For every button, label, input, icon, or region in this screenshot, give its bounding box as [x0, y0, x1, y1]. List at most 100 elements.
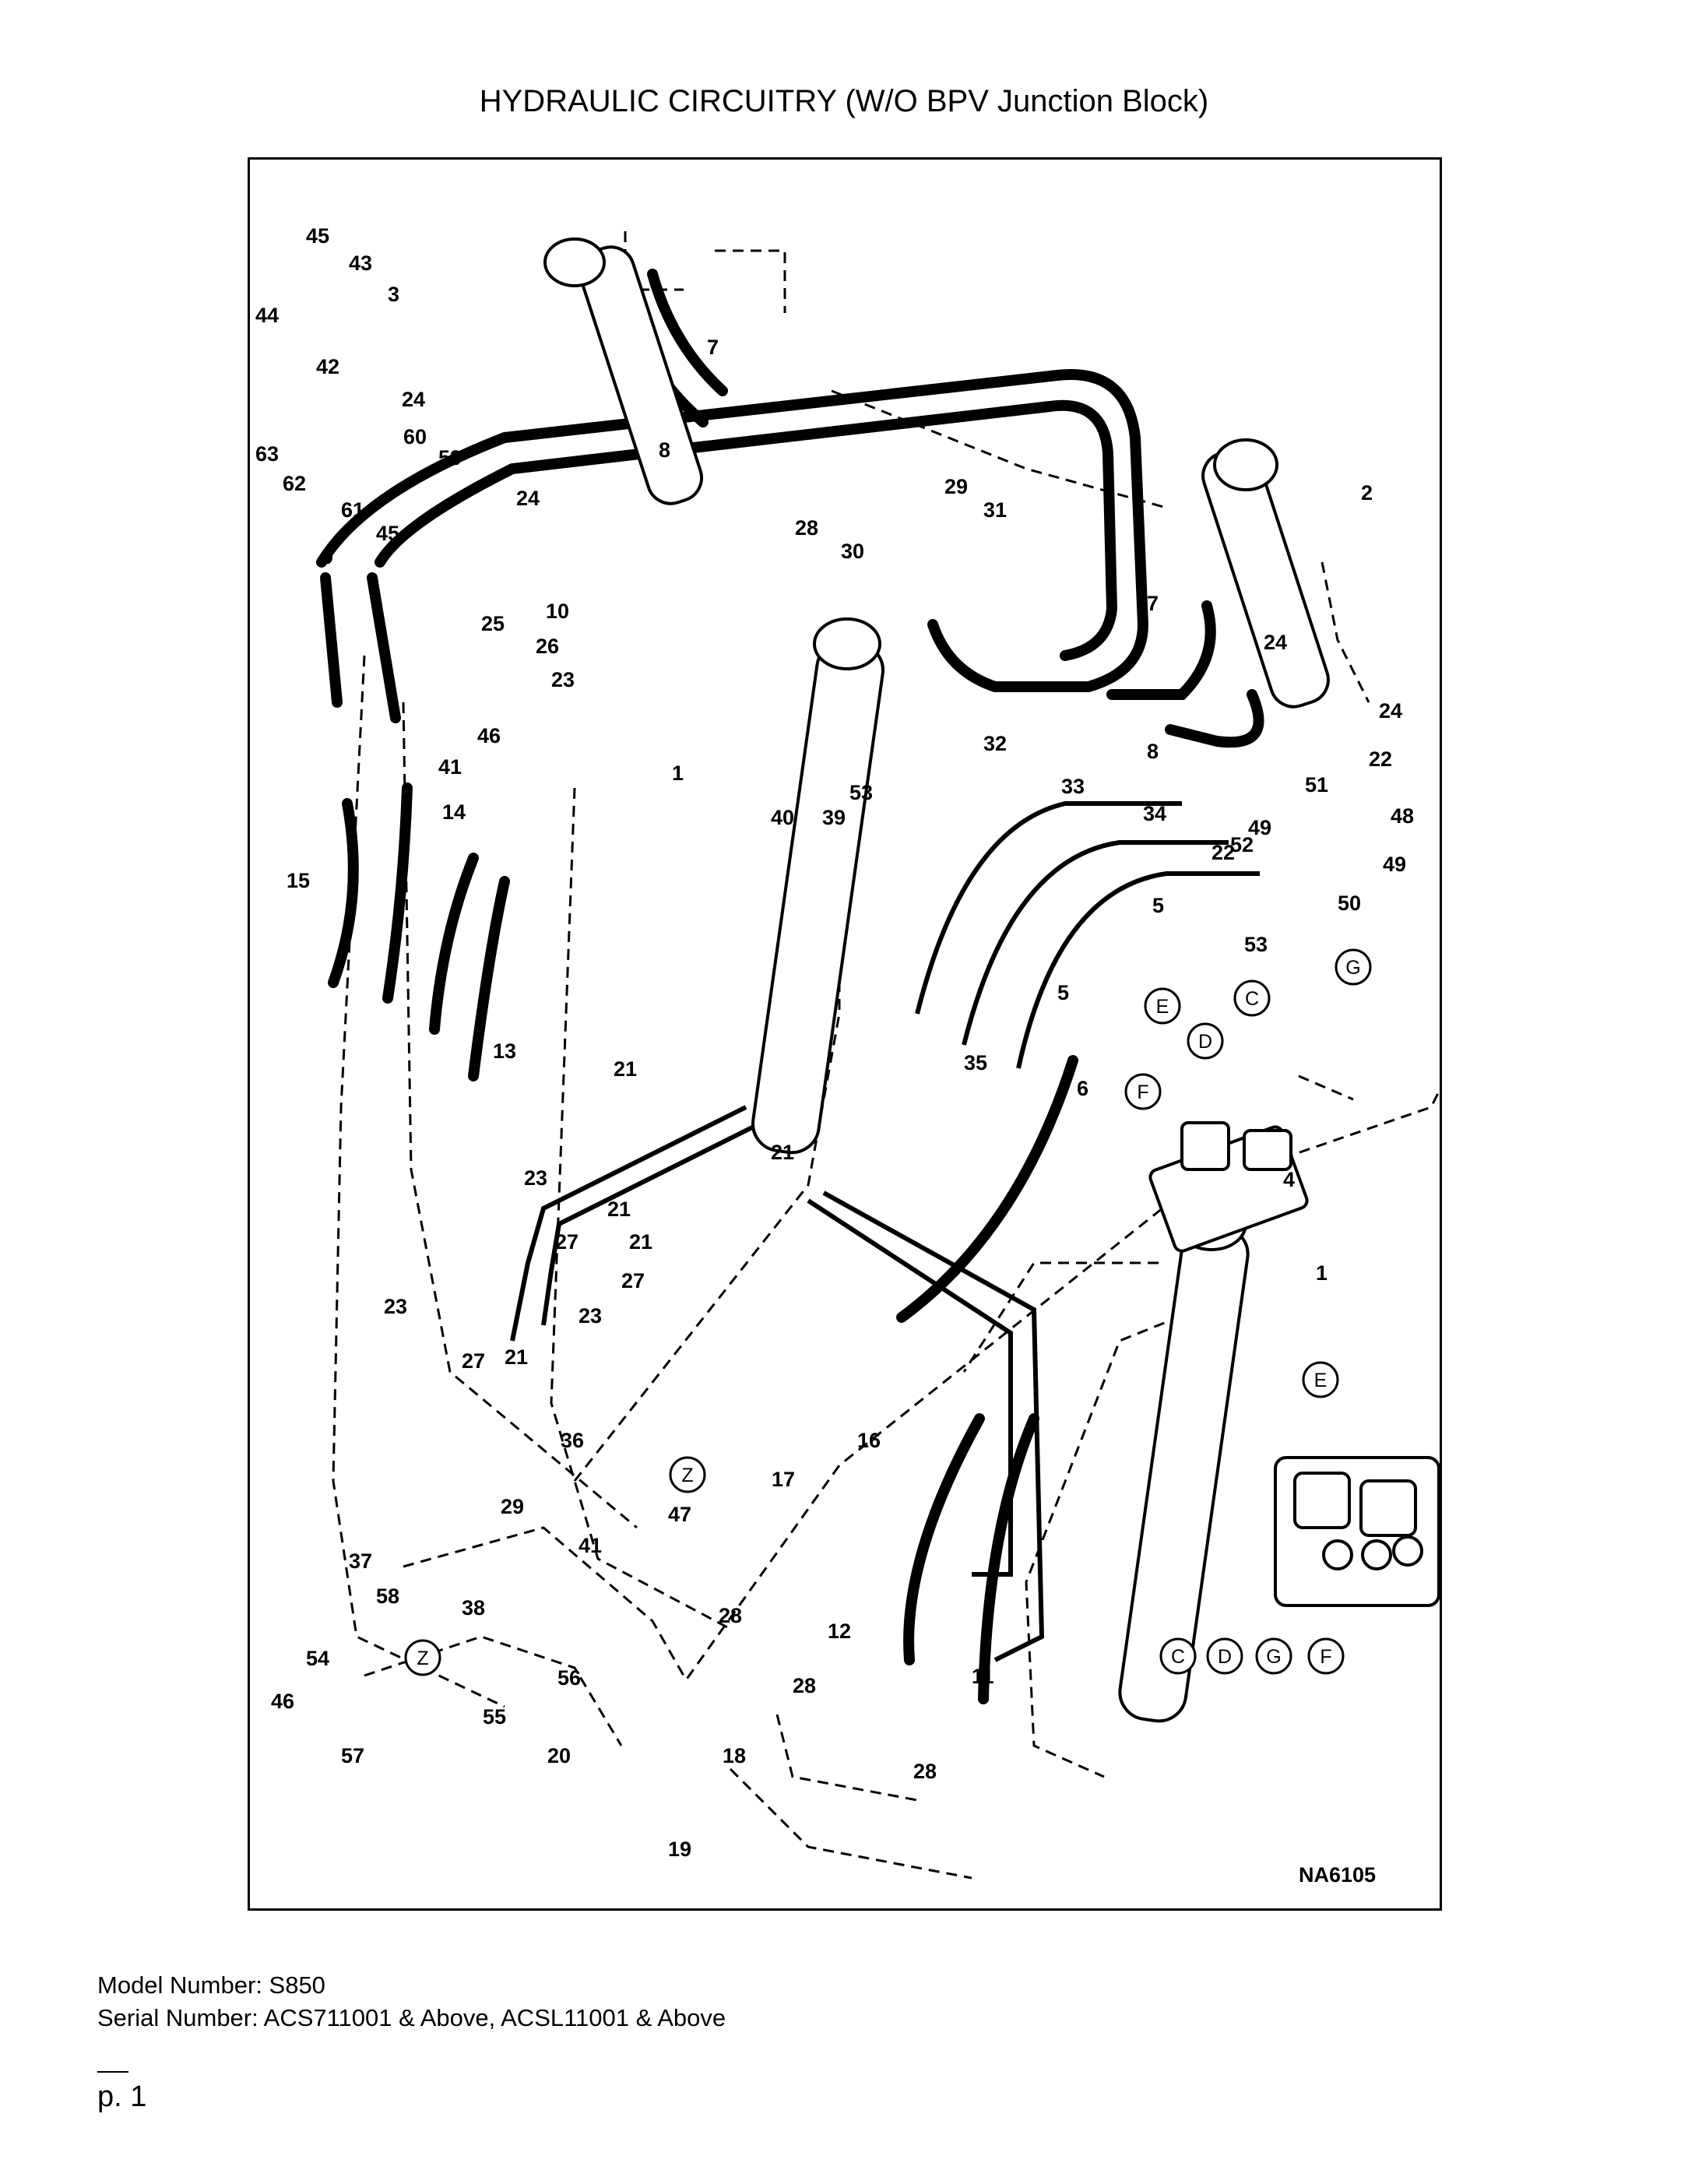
callout: 24 [1379, 699, 1402, 723]
callout: 24 [1264, 631, 1287, 654]
callout: 61 [341, 498, 364, 522]
callout: 28 [719, 1604, 742, 1627]
callout: 28 [795, 516, 818, 540]
callout: 50 [1338, 892, 1361, 915]
callout: 21 [505, 1345, 528, 1369]
callout: 21 [607, 1198, 631, 1221]
callout: 9 [322, 545, 333, 568]
valve-detail [1274, 1456, 1440, 1607]
callout: 31 [983, 498, 1007, 522]
callout: 36 [561, 1429, 584, 1452]
callout: 28 [793, 1674, 816, 1697]
callout: 23 [384, 1295, 407, 1318]
callout: 24 [516, 487, 540, 510]
callout: 37 [349, 1549, 372, 1573]
callout: 58 [376, 1584, 399, 1608]
ref-letter: C [1245, 988, 1259, 1010]
callout: 62 [283, 472, 306, 495]
callout: 45 [306, 224, 329, 248]
callout: 33 [1061, 775, 1085, 798]
callout: 49 [1383, 853, 1406, 876]
callout-numbers: 45 43 44 3 42 24 63 60 59 62 61 45 24 9 … [255, 224, 1414, 1861]
callout: 4 [1283, 1168, 1295, 1191]
callout: 55 [483, 1705, 506, 1729]
ref-letter: C [1171, 1646, 1185, 1668]
page-rule [97, 2071, 128, 2073]
callout: 45 [376, 522, 399, 545]
callout: 22 [1369, 747, 1392, 771]
figure-code: NA6105 [1299, 1863, 1376, 1887]
callout: 20 [547, 1744, 571, 1767]
serial-number: Serial Number: ACS711001 & Above, ACSL11… [97, 2004, 726, 2031]
ref-letter: F [1137, 1081, 1148, 1103]
callout: 13 [493, 1039, 516, 1063]
callout: 5 [1057, 981, 1069, 1004]
callout: 39 [822, 806, 846, 829]
callout: 27 [555, 1230, 578, 1254]
callout: 51 [1305, 773, 1328, 797]
callout: 23 [524, 1166, 547, 1190]
callout: 10 [546, 600, 569, 623]
callout: 25 [481, 612, 505, 635]
callout: 59 [438, 446, 462, 470]
callout: 11 [972, 1665, 994, 1688]
callout: 54 [306, 1647, 329, 1670]
callout: 43 [349, 251, 372, 275]
callout: 8 [1147, 740, 1159, 763]
callout: 24 [402, 388, 425, 411]
callout: 46 [271, 1690, 294, 1713]
callout: 52 [1230, 833, 1254, 856]
callout: 63 [255, 442, 279, 466]
callout: 28 [913, 1760, 937, 1783]
callout: 12 [828, 1620, 851, 1643]
callout: 44 [255, 304, 279, 327]
callout: 41 [438, 755, 462, 779]
callout: 21 [771, 1141, 794, 1164]
callout: 18 [723, 1744, 746, 1767]
callout: 16 [857, 1429, 881, 1452]
callout: 47 [668, 1503, 691, 1526]
diagram-frame [248, 157, 1442, 1911]
callout: 41 [578, 1534, 602, 1557]
hoses [316, 269, 1264, 1704]
callout: 7 [707, 336, 719, 359]
ref-letter: G [1345, 957, 1360, 979]
callout: 23 [551, 668, 575, 691]
steel-tubes [510, 801, 1260, 1662]
callout: 29 [501, 1495, 524, 1518]
callout: 42 [316, 355, 339, 378]
callout: 8 [659, 438, 670, 462]
callout: 7 [1147, 592, 1159, 615]
callout: 38 [462, 1596, 485, 1620]
reference-letters: E C D F G Z Z E C D G F [417, 957, 1360, 1669]
callout: 22 [1211, 841, 1235, 864]
callout: 19 [668, 1838, 691, 1861]
callout: 14 [442, 800, 466, 824]
ref-letter: D [1198, 1031, 1212, 1053]
callout: 6 [1077, 1077, 1088, 1100]
callout: 5 [1152, 894, 1164, 917]
ref-letter: G [1266, 1646, 1281, 1668]
callout: 57 [341, 1744, 364, 1767]
ref-letter: E [1156, 996, 1169, 1018]
callout: 23 [578, 1304, 602, 1328]
callout: 32 [983, 732, 1007, 755]
control-valve [1148, 1121, 1309, 1253]
callout: 17 [772, 1468, 795, 1491]
ref-letter: Z [417, 1648, 428, 1669]
callout: 1 [672, 761, 684, 785]
ref-letter: Z [681, 1465, 693, 1486]
callout: 15 [287, 869, 310, 892]
page-title: HYDRAULIC CIRCUITRY (W/O BPV Junction Bl… [479, 84, 1209, 118]
callout: 35 [964, 1051, 987, 1074]
callout: 60 [403, 425, 427, 448]
callout: 53 [849, 781, 873, 804]
callout: 53 [1244, 933, 1268, 956]
callout: 56 [557, 1666, 581, 1690]
callout: 1 [1316, 1261, 1328, 1285]
callout: 21 [614, 1057, 637, 1081]
callout: 26 [536, 635, 559, 658]
ref-letter: F [1320, 1646, 1331, 1668]
ref-letter: D [1218, 1646, 1232, 1668]
callout: 49 [1248, 816, 1271, 839]
